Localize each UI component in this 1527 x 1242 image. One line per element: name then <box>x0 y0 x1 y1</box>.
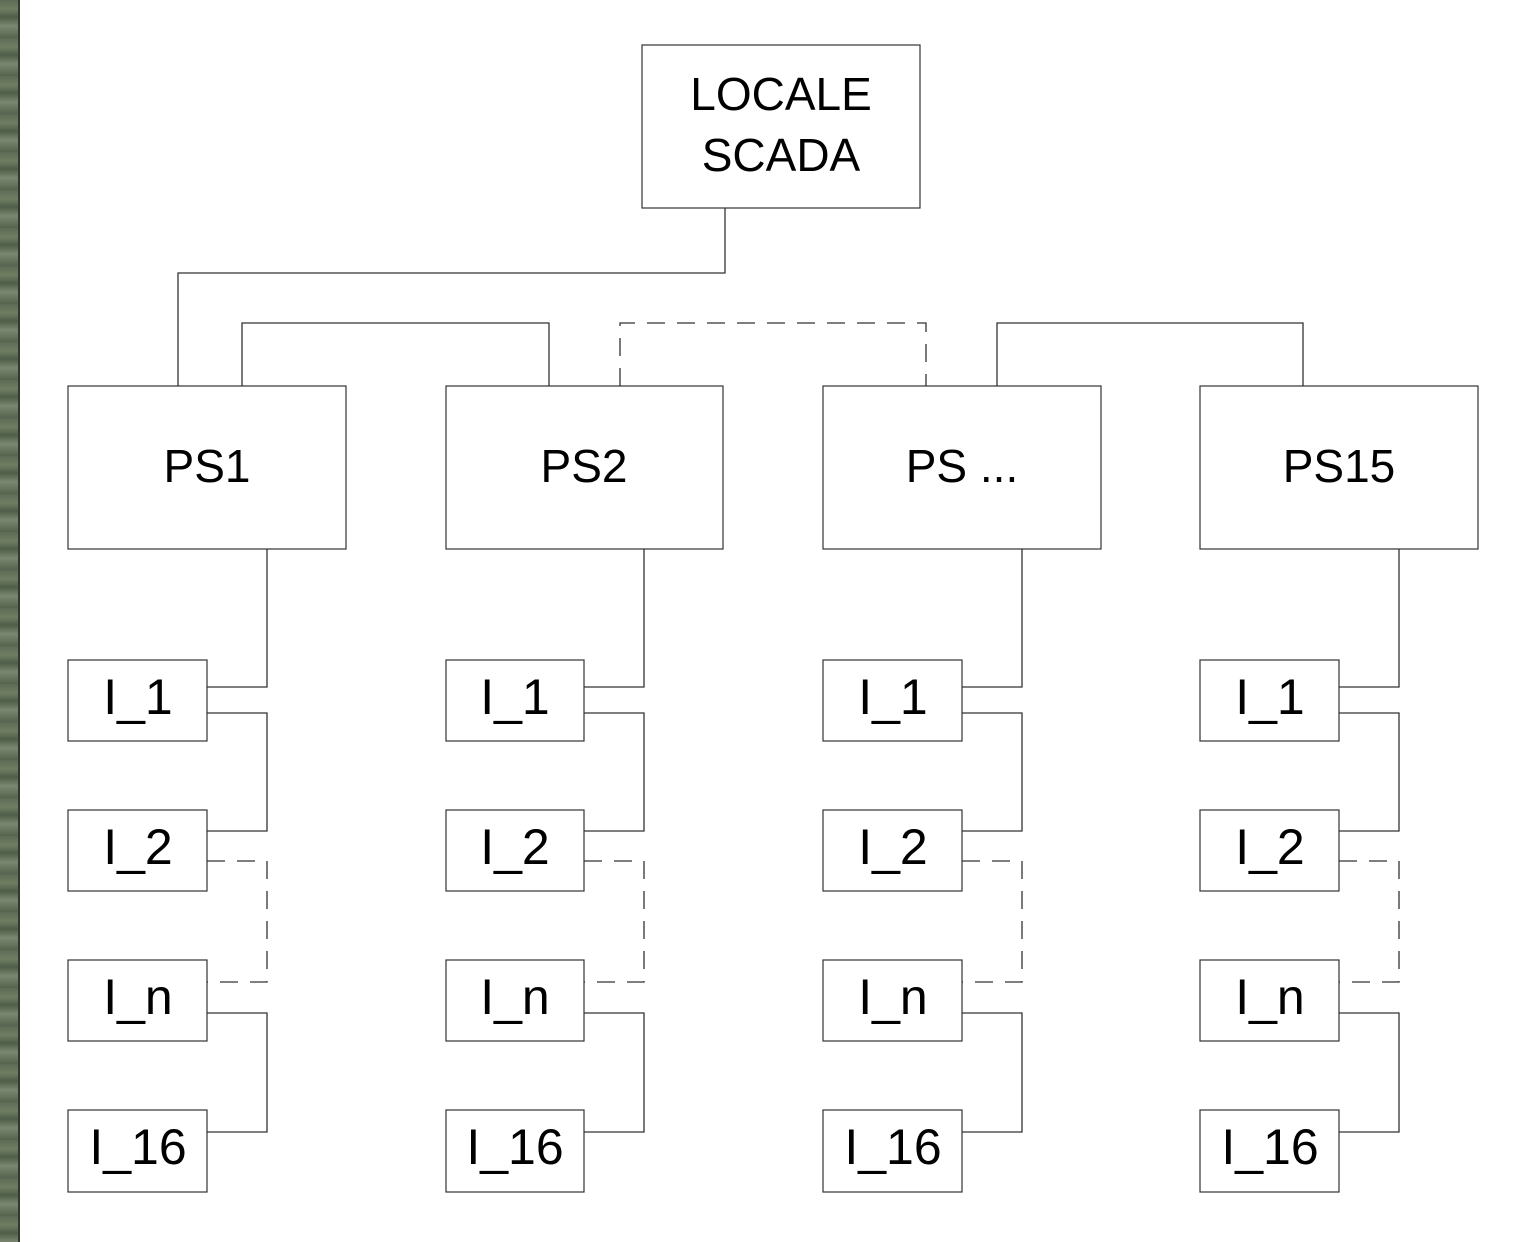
device-box <box>445 1109 585 1193</box>
link-ps1-ps2 <box>241 322 550 386</box>
link-psdots-ps15 <box>996 322 1304 386</box>
link-ps2-psdots-dashed <box>619 322 927 386</box>
stations: PS1 PS2 PS ... PS15 <box>67 385 1479 550</box>
device-box <box>1199 959 1340 1042</box>
station-box-ps2 <box>445 385 724 550</box>
device-label: I_2 <box>480 819 550 875</box>
device-box <box>1199 659 1340 742</box>
devices: I_1 I_2 I_n I_16 I_1 I_2 I_n I_16 I_1 I_… <box>67 659 1340 1193</box>
device-label: I_16 <box>466 1119 563 1175</box>
device-box <box>67 1109 208 1193</box>
device-box <box>67 959 208 1042</box>
chain-ps1-in-i16 <box>207 1012 268 1133</box>
device-box <box>1199 809 1340 892</box>
link-root-ps1 <box>177 208 726 386</box>
chain-ps2-i1-i2 <box>584 712 645 832</box>
device-label: I_2 <box>858 819 928 875</box>
device-box <box>1199 1109 1340 1193</box>
device-box <box>445 809 585 892</box>
device-label: I_1 <box>103 669 173 725</box>
device-box <box>67 659 208 742</box>
chain-ps1-i1 <box>207 549 268 688</box>
device-label: I_2 <box>1235 819 1305 875</box>
device-box <box>822 659 963 742</box>
device-box <box>445 959 585 1042</box>
device-label: I_16 <box>844 1119 941 1175</box>
chain-psdots-i1 <box>962 549 1023 688</box>
chain-psdots-i1-i2 <box>962 712 1023 832</box>
device-box <box>822 809 963 892</box>
device-label: I_1 <box>858 669 928 725</box>
device-label: I_2 <box>103 819 173 875</box>
chain-ps15-i1 <box>1339 549 1400 688</box>
device-label: I_n <box>103 969 173 1025</box>
device-box <box>822 1109 963 1193</box>
station-label-ps15: PS15 <box>1283 440 1396 492</box>
device-box <box>67 809 208 892</box>
root-label-line2: SCADA <box>702 129 861 181</box>
root-label-line1: LOCALE <box>690 68 872 120</box>
chain-ps1-i2-in-dashed <box>207 860 268 983</box>
station-box-ps15 <box>1199 385 1479 550</box>
chain-psdots-i2-in-dashed <box>962 860 1023 983</box>
device-label: I_n <box>480 969 550 1025</box>
chain-ps2-in-i16 <box>584 1012 645 1133</box>
device-box <box>822 959 963 1042</box>
device-label: I_1 <box>1235 669 1305 725</box>
device-label: I_1 <box>480 669 550 725</box>
chain-psdots-in-i16 <box>962 1012 1023 1133</box>
device-label: I_n <box>1235 969 1305 1025</box>
root-box <box>641 44 921 209</box>
chain-ps15-i2-in-dashed <box>1339 860 1400 983</box>
chain-ps2-i1 <box>584 549 645 688</box>
root-node: LOCALE SCADA <box>641 44 921 209</box>
station-box-psdots <box>822 385 1102 550</box>
station-label-psdots: PS ... <box>906 440 1018 492</box>
background-map-strip <box>0 0 20 1242</box>
device-label: I_16 <box>1221 1119 1318 1175</box>
device-chains <box>207 549 1400 1133</box>
station-box-ps1 <box>67 385 347 550</box>
connectors <box>177 208 1304 386</box>
chain-ps15-in-i16 <box>1339 1012 1400 1133</box>
device-box <box>445 659 585 742</box>
station-label-ps1: PS1 <box>164 440 251 492</box>
chain-ps15-i1-i2 <box>1339 712 1400 832</box>
chain-ps2-i2-in-dashed <box>584 860 645 983</box>
device-label: I_16 <box>89 1119 186 1175</box>
device-label: I_n <box>858 969 928 1025</box>
station-label-ps2: PS2 <box>541 440 628 492</box>
chain-ps1-i1-i2 <box>207 712 268 832</box>
